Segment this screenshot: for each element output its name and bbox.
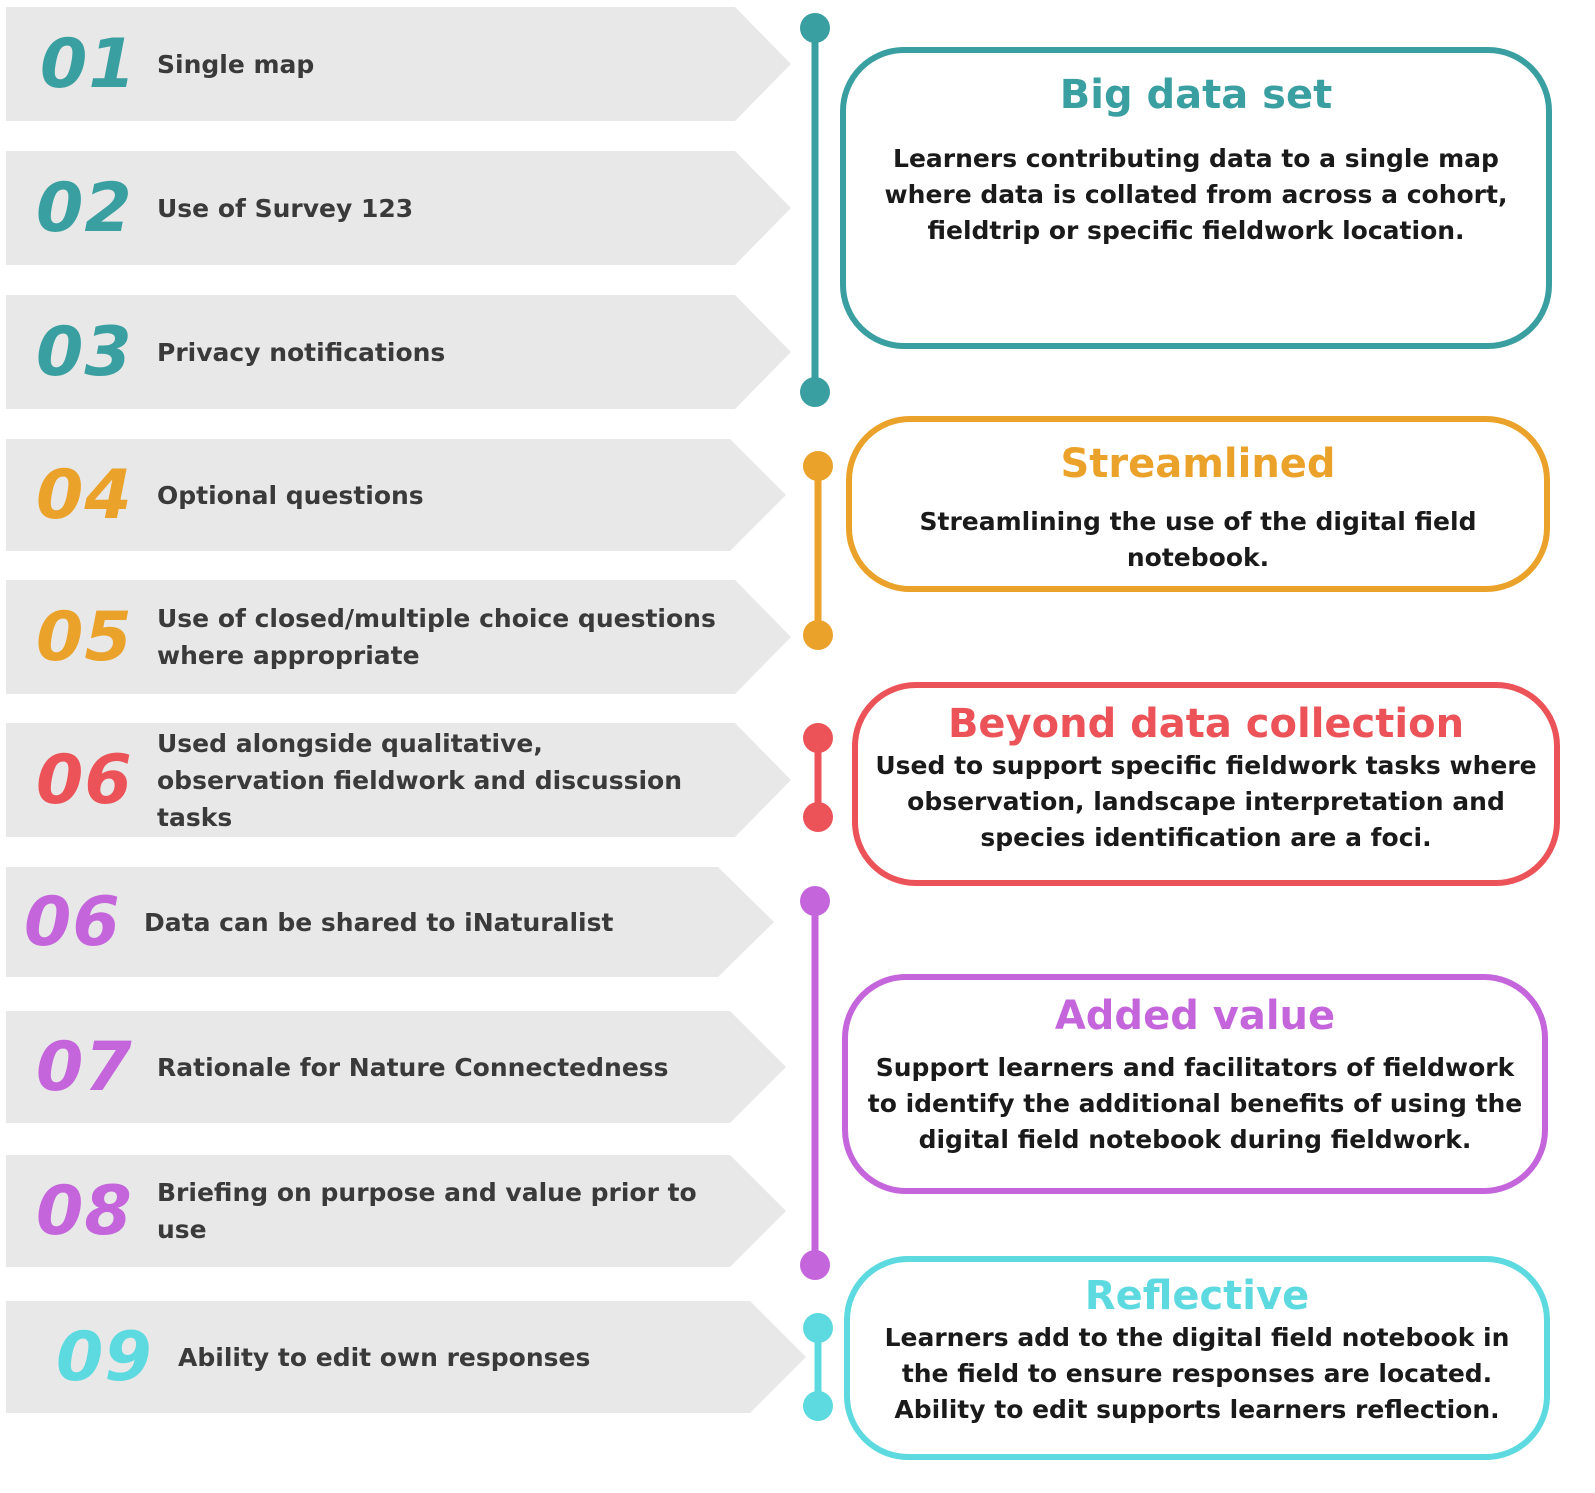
step-label: Use of Survey 123 bbox=[157, 193, 414, 223]
theme-text: Support learners and facilitators of fie… bbox=[867, 1053, 1523, 1154]
theme-title: Streamlined bbox=[1060, 441, 1336, 487]
step-label: Single map bbox=[157, 49, 315, 79]
connector-big-data-set bbox=[800, 13, 830, 407]
step-arrow-05: 05 Use of closed/multiple choice questio… bbox=[6, 580, 791, 694]
step-arrow-03: 03 Privacy notifications bbox=[6, 295, 791, 409]
step-number: 07 bbox=[36, 1027, 133, 1107]
step-arrow-02: 02 Use of Survey 123 bbox=[6, 151, 791, 265]
step-arrow-01: 01 Single map bbox=[6, 7, 791, 121]
theme-title: Added value bbox=[1054, 993, 1336, 1039]
connector-beyond-data-collection bbox=[803, 723, 833, 832]
step-number: 01 bbox=[40, 24, 137, 104]
step-label: Ability to edit own responses bbox=[178, 1342, 591, 1372]
step-arrow-07: 06 Data can be shared to iNaturalist bbox=[6, 867, 774, 977]
connector-reflective bbox=[803, 1313, 833, 1421]
theme-text: Used to support specific fieldwork tasks… bbox=[875, 751, 1537, 852]
step-label: Used alongside qualitative, observation … bbox=[157, 728, 683, 832]
connector-added-value bbox=[800, 886, 830, 1280]
step-number: 08 bbox=[36, 1171, 133, 1251]
step-arrow-04: 04 Optional questions bbox=[6, 439, 786, 551]
theme-card-streamlined: Streamlined Streamlining the use of the … bbox=[846, 416, 1550, 592]
step-number: 09 bbox=[56, 1317, 153, 1397]
step-arrow-08: 07 Rationale for Nature Connectedness bbox=[6, 1011, 786, 1123]
step-label: Optional questions bbox=[157, 480, 424, 510]
step-number: 02 bbox=[36, 168, 133, 248]
connector-streamlined bbox=[803, 451, 833, 650]
step-arrow-06: 06 Used alongside qualitative, observati… bbox=[6, 723, 791, 837]
theme-text: Learners add to the digital field notebo… bbox=[884, 1323, 1510, 1424]
theme-card-beyond-data-collection: Beyond data collection Used to support s… bbox=[852, 682, 1560, 886]
step-arrow-10: 09 Ability to edit own responses bbox=[6, 1301, 806, 1413]
step-arrow-09: 08 Briefing on purpose and value prior t… bbox=[6, 1155, 786, 1267]
step-label: Privacy notifications bbox=[157, 337, 446, 367]
step-label: Rationale for Nature Connectedness bbox=[157, 1052, 669, 1082]
step-label: Briefing on purpose and value prior to u… bbox=[157, 1178, 697, 1244]
theme-card-added-value: Added value Support learners and facilit… bbox=[842, 974, 1548, 1194]
step-label: Data can be shared to iNaturalist bbox=[144, 907, 614, 937]
theme-text: Streamlining the use of the digital fiel… bbox=[919, 507, 1477, 572]
step-number: 05 bbox=[36, 597, 133, 677]
theme-title: Reflective bbox=[1084, 1273, 1310, 1319]
theme-card-big-data-set: Big data set Learners contributing data … bbox=[840, 47, 1552, 349]
theme-title: Big data set bbox=[1059, 72, 1333, 118]
step-number: 06 bbox=[24, 882, 121, 962]
step-number: 03 bbox=[36, 312, 133, 392]
theme-card-reflective: Reflective Learners add to the digital f… bbox=[844, 1256, 1550, 1460]
theme-text: Learners contributing data to a single m… bbox=[884, 144, 1508, 245]
theme-title: Beyond data collection bbox=[947, 701, 1465, 747]
step-label: Use of closed/multiple choice questions … bbox=[157, 604, 716, 670]
step-number: 06 bbox=[36, 740, 133, 820]
step-number: 04 bbox=[36, 455, 133, 535]
